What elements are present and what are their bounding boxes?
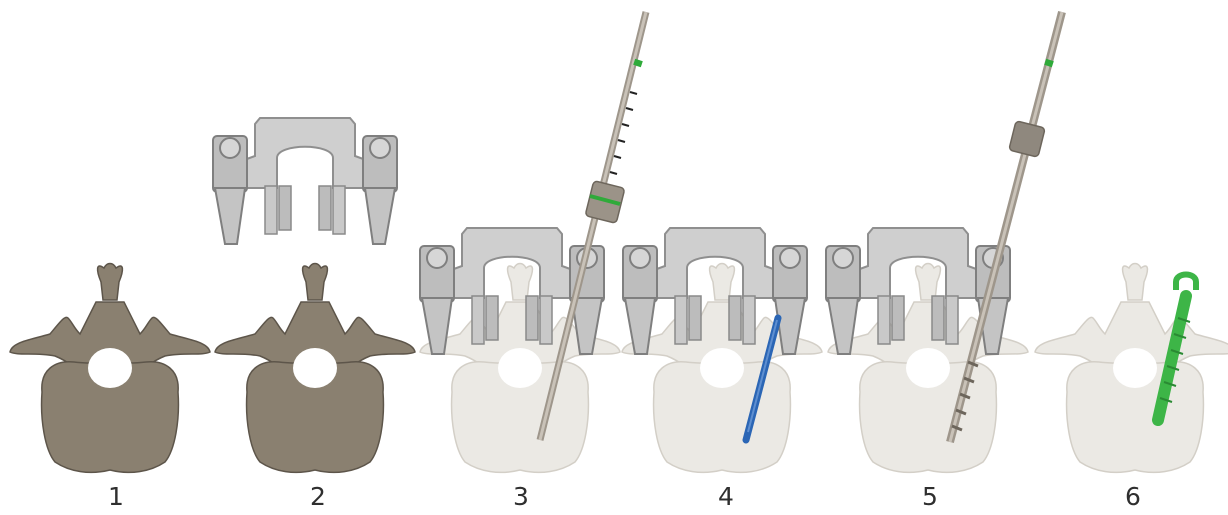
step-2-guide: [213, 118, 397, 244]
step-label-1: 1: [86, 482, 146, 511]
step-5-tap: [950, 12, 1062, 442]
step-label-6: 6: [1103, 482, 1163, 511]
step-label-5: 5: [900, 482, 960, 511]
step-3-drill: [540, 12, 646, 440]
step-label-3: 3: [491, 482, 551, 511]
step-label-4: 4: [696, 482, 756, 511]
step-1-vertebra: [10, 264, 210, 473]
step-6-vertebra: [1035, 264, 1228, 473]
step-2-vertebra: [215, 264, 415, 473]
step-label-2: 2: [288, 482, 348, 511]
